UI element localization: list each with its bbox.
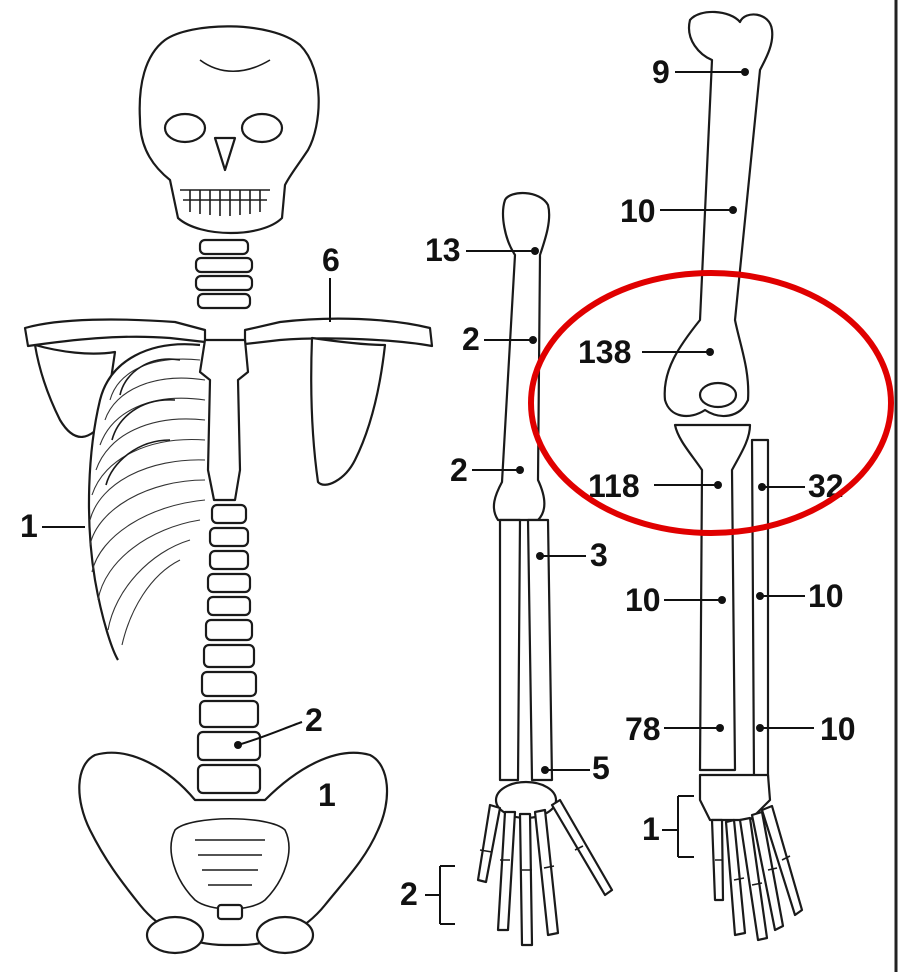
scapula-right (311, 338, 385, 485)
label-humerus-low: 2 (450, 452, 468, 488)
label-fibula-low: 10 (820, 711, 856, 747)
pointer-fibula-low (756, 724, 764, 732)
ulna (500, 520, 520, 780)
bracket-foot (662, 796, 694, 857)
label-humerus-top: 13 (425, 232, 461, 268)
label-femur-knee: 138 (578, 334, 631, 370)
label-humerus-mid: 2 (462, 321, 480, 357)
leg-skeleton: 9 10 138 118 32 10 10 78 10 1 (578, 12, 856, 940)
label-foot: 1 (642, 811, 660, 847)
bracket-hand (425, 866, 455, 924)
pointer-femur-top (741, 68, 749, 76)
pointer-fibula-top (758, 483, 766, 491)
pointer-fibula-mid (756, 592, 764, 600)
sternum (200, 340, 248, 500)
label-hand: 2 (400, 876, 418, 912)
spine (198, 505, 260, 793)
label-tibia-top: 118 (588, 468, 640, 504)
arm-skeleton: 13 2 2 3 5 2 (400, 193, 612, 945)
label-femur-mid: 10 (620, 193, 656, 229)
label-vertebrae: 2 (305, 702, 323, 738)
label-fibula-mid: 10 (808, 578, 844, 614)
label-pelvis: 1 (318, 777, 336, 813)
pointer-humerus-mid (529, 336, 537, 344)
cervical-spine (196, 240, 252, 308)
pointer-femur-mid (729, 206, 737, 214)
label-radius: 5 (592, 750, 610, 786)
torso-skeleton: 1 6 2 1 (20, 26, 432, 953)
skull (140, 26, 319, 233)
pointer-humerus-top (531, 247, 539, 255)
label-clavicle: 6 (322, 242, 340, 278)
pointer-ulna (536, 552, 544, 560)
pointer-tibia-top (714, 481, 722, 489)
label-tibia-mid: 10 (625, 582, 661, 618)
pointer-vertebrae (234, 741, 242, 749)
tibia (675, 425, 750, 770)
pointer-humerus-low (516, 466, 524, 474)
pointer-femur-knee (706, 348, 714, 356)
label-femur-top: 9 (652, 54, 670, 90)
hand (478, 800, 612, 945)
rib-cage (89, 344, 205, 660)
pointer-tibia-low (716, 724, 724, 732)
pointer-radius (541, 766, 549, 774)
label-ulna: 3 (590, 537, 608, 573)
foot (700, 775, 802, 940)
label-ribs: 1 (20, 508, 38, 544)
clavicle-left (25, 320, 205, 346)
label-tibia-low: 78 (625, 711, 661, 747)
pointer-tibia-mid (718, 596, 726, 604)
